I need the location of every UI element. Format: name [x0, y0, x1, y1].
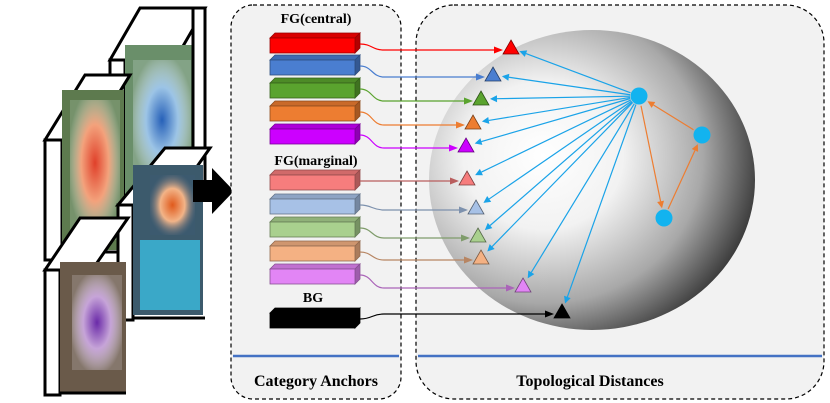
anchor-triangle-marginal [458, 170, 476, 186]
node-edge-arrow [640, 105, 665, 209]
distance-arrow [489, 95, 631, 103]
anchor-connector [359, 251, 473, 264]
feature-map-bottom-front [42, 216, 131, 397]
anchor-bar-central [269, 77, 361, 99]
anchor-triangle-central [502, 39, 520, 55]
distance-arrow [519, 50, 631, 94]
anchor-bar-marginal [269, 216, 361, 238]
anchor-triangle-central [464, 114, 482, 130]
anchor-triangle-central [484, 66, 502, 82]
feature-maps-stack [42, 6, 213, 397]
anchor-bar-marginal [269, 240, 361, 262]
anchor-triangle-marginal [469, 227, 487, 243]
category-anchors-panel: FG(central) FG(marginal) BG Category Anc… [230, 4, 402, 400]
anchor-connector [359, 65, 485, 81]
anchor-triangle-central [457, 137, 475, 153]
bg-label: BG [303, 291, 323, 306]
distance-arrow [487, 102, 634, 252]
distance-arrow [484, 101, 633, 231]
anchor-bar-marginal [269, 263, 361, 285]
anchor-triangle-marginal [467, 199, 485, 215]
distance-arrow [474, 97, 631, 145]
anchor-connector [359, 310, 554, 320]
distance-arrow [475, 99, 632, 176]
anchor-connector [359, 88, 473, 105]
category-anchors-caption: Category Anchors [254, 373, 378, 390]
anchor-triangle-marginal [514, 277, 532, 293]
anchor-bar-central [269, 123, 361, 145]
fg-marginal-label: FG(marginal) [274, 154, 358, 169]
anchor-connector [359, 177, 459, 185]
anchor-connector [359, 111, 465, 129]
anchor-connector [359, 43, 503, 54]
topological-distances-panel: Topological Distances [415, 4, 825, 400]
anchor-connector [359, 204, 468, 214]
right-block-arrow-icon [193, 168, 234, 214]
anchor-triangle-central [472, 90, 490, 106]
distance-arrow [527, 103, 635, 279]
anchor-bar-central [269, 32, 361, 54]
anchor-bar-marginal [269, 169, 361, 191]
distance-arrow [501, 73, 631, 96]
anchor-connector [359, 227, 470, 242]
distance-arrow [481, 96, 631, 124]
topological-distances-caption: Topological Distances [516, 373, 663, 390]
sample-node [693, 126, 711, 144]
anchor-bar-central [269, 100, 361, 122]
anchor-connector [359, 274, 515, 292]
node-edge-arrow [667, 144, 699, 210]
anchor-bar-central [269, 54, 361, 76]
sample-node [655, 209, 673, 227]
fg-central-label: FG(central) [281, 12, 352, 27]
sample-node [630, 87, 648, 105]
anchor-bar-marginal [269, 193, 361, 215]
anchor-triangle-bg [553, 303, 571, 319]
distance-arrow [483, 100, 632, 203]
hypersphere [429, 30, 755, 330]
anchor-bar-bg [269, 307, 361, 329]
node-edge-arrow [647, 101, 694, 131]
distance-arrow [564, 104, 637, 304]
anchor-connector [359, 134, 458, 152]
anchor-triangle-marginal [472, 249, 490, 265]
